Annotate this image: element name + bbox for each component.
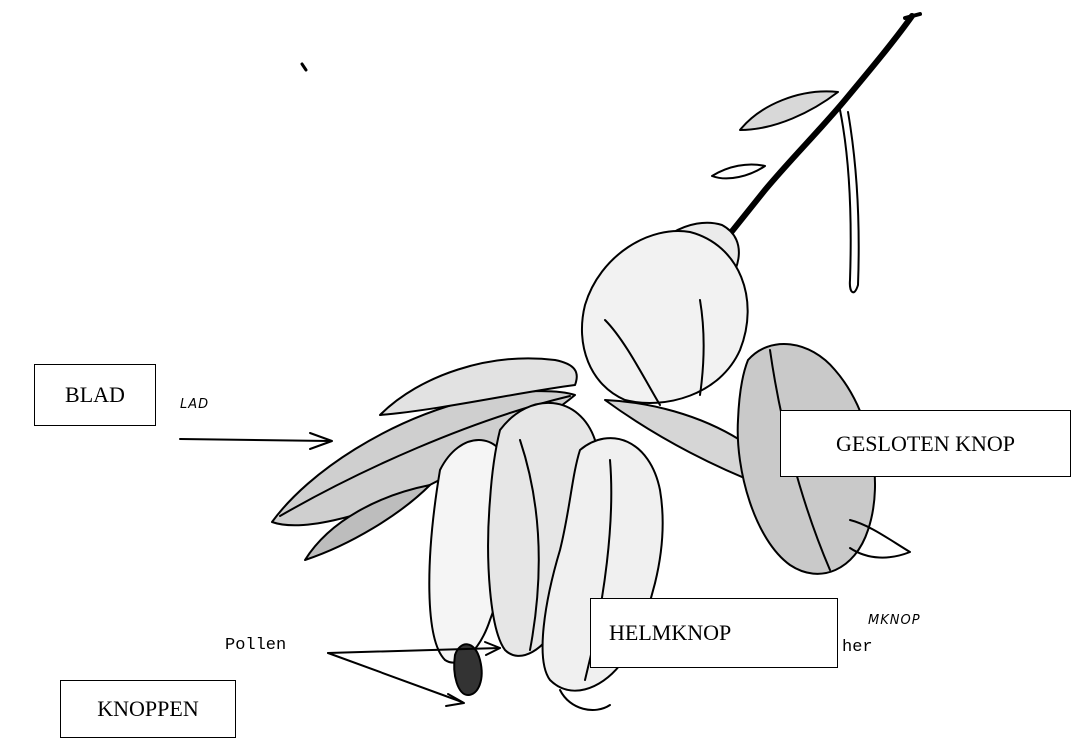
anther	[454, 644, 481, 695]
central-bud	[582, 231, 748, 403]
label-gesloten-knop: GESLOTEN KNOP	[780, 410, 1071, 477]
mknop-fragment-text: MKNOP	[868, 613, 921, 628]
hanging-stalk	[840, 110, 859, 292]
blad-arrow	[180, 439, 330, 441]
her-fragment-text: her	[842, 638, 873, 657]
pollen-text: Pollen	[225, 636, 286, 655]
stray-mark	[302, 64, 306, 70]
label-knoppen: KNOPPEN	[60, 680, 236, 738]
label-blad: BLAD	[34, 364, 156, 426]
label-helmknop: HELMKNOP	[590, 598, 838, 668]
lad-fragment-text: LAD	[180, 397, 209, 412]
pollen-arrow-2	[328, 653, 462, 702]
stem	[705, 16, 912, 265]
